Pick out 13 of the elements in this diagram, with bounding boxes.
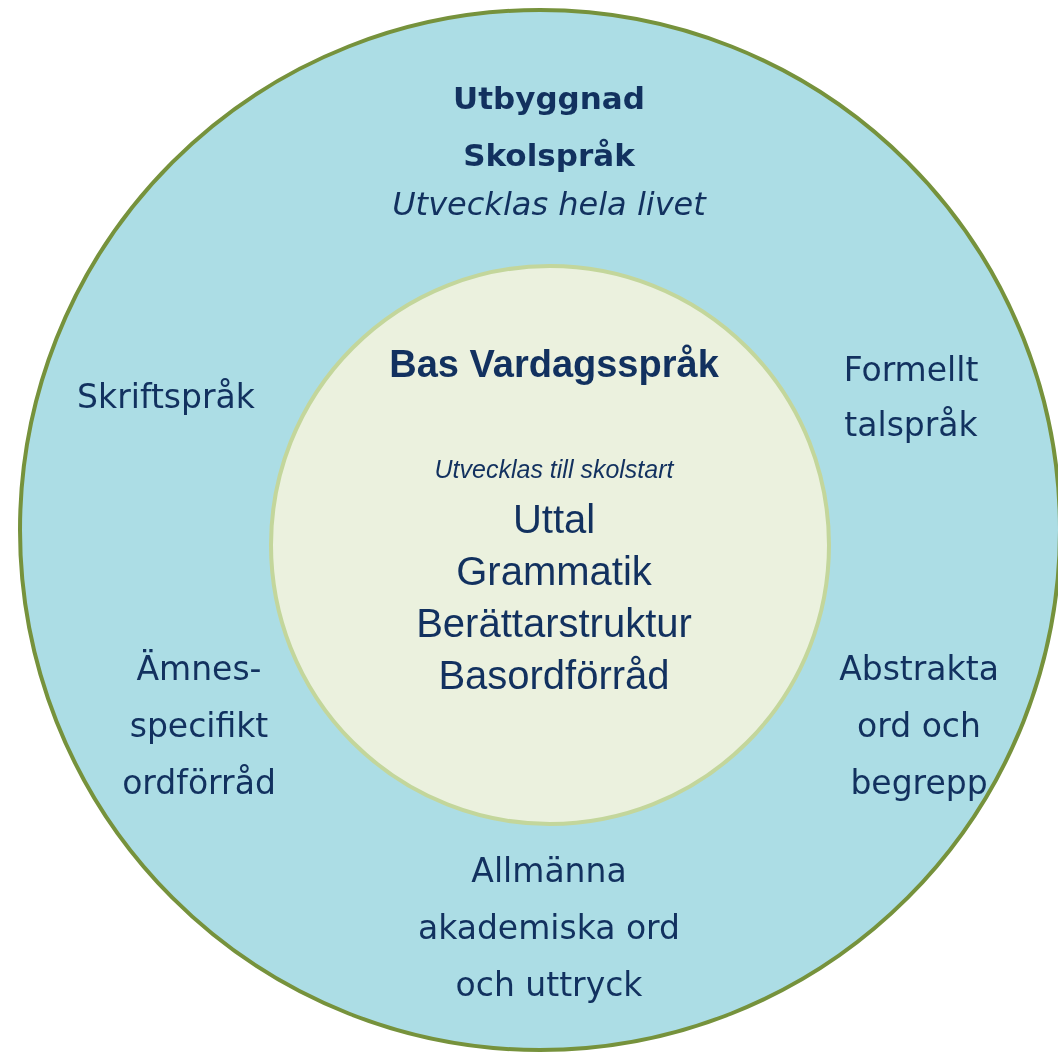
area-label: Abstrakta ord och begrepp	[838, 648, 1000, 804]
area-label: Skriftspråk	[76, 376, 256, 418]
list-item: Uttal	[511, 496, 597, 543]
area-label: Ämnes- specifikt ordförråd	[121, 648, 277, 804]
list-item: Grammatik	[455, 548, 653, 595]
subheading: Utvecklas hela livet	[391, 184, 708, 225]
heading: Utbyggnad Skolspråk	[452, 79, 646, 175]
list-item: Basordförråd	[437, 652, 671, 699]
list-item: Berättarstruktur	[415, 600, 693, 647]
area-label: Formellt talspråk	[842, 349, 980, 446]
area-label: Allmänna akademiska ord och uttryck	[416, 850, 682, 1006]
heading: Bas Vardagsspråk	[388, 342, 720, 387]
subheading: Utvecklas till skolstart	[433, 454, 676, 485]
